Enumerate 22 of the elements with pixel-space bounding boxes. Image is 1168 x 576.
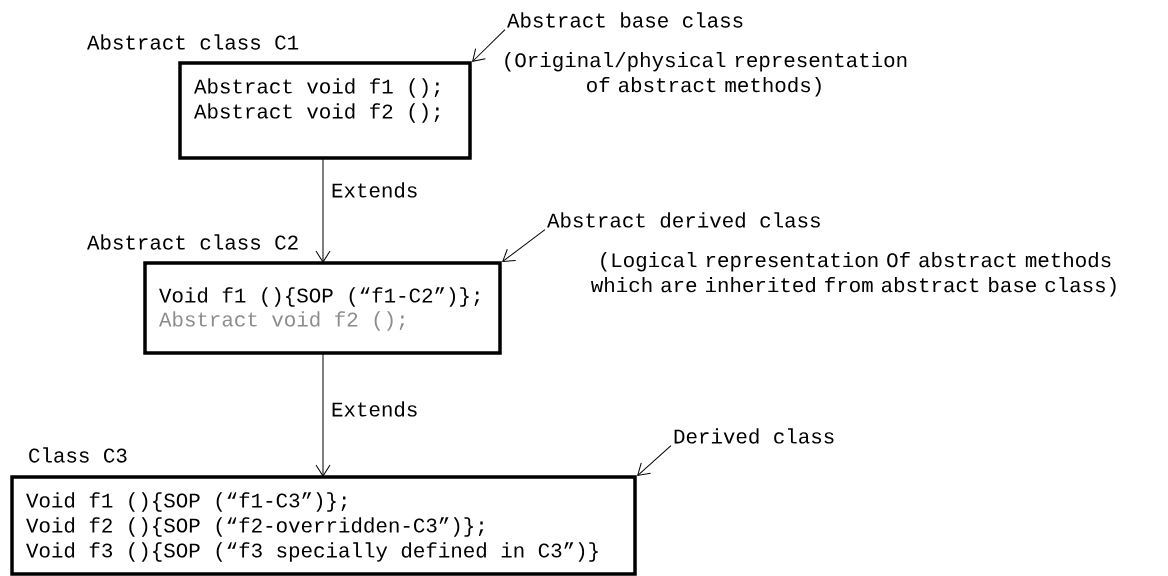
leader-arrow xyxy=(502,229,546,262)
class-heading: Class C3 xyxy=(29,447,127,463)
leader-arrow xyxy=(637,445,672,476)
code-line: Void f1 (){SOP (“f1-C3”)}; xyxy=(26,492,346,512)
arrow xyxy=(315,352,331,477)
annotation-title: Derived class xyxy=(674,428,834,444)
annotation-note: (Original/physical representation of abstract methods) xyxy=(505,52,907,97)
code-line: Void f1 (){SOP (“f1-C2”)}; xyxy=(159,287,479,307)
annotation-note: (Logical representation Of abstract methods which are inherited from abstract base class) xyxy=(591,252,1116,297)
code-line: Void f3 (){SOP (“f3 specially defined in C3”)} xyxy=(26,542,598,562)
arrow xyxy=(315,157,331,263)
code-line: Abstract void f2 (); xyxy=(159,311,405,331)
edge-label: Extends xyxy=(330,400,420,418)
code-line: Abstract void f1 (); xyxy=(194,78,440,98)
annotation-title: Abstract base class xyxy=(507,12,743,28)
code-line: Void f2 (){SOP (“f2-overridden-C3”)}; xyxy=(26,517,484,537)
code-line: Abstract void f2 (); xyxy=(194,103,440,123)
leader-arrow xyxy=(472,29,506,62)
edge-label: Extends xyxy=(330,181,420,199)
class-heading: Abstract class C2 xyxy=(87,234,298,250)
annotation-title: Abstract derived class xyxy=(547,212,820,228)
class-heading: Abstract class C1 xyxy=(87,34,299,50)
